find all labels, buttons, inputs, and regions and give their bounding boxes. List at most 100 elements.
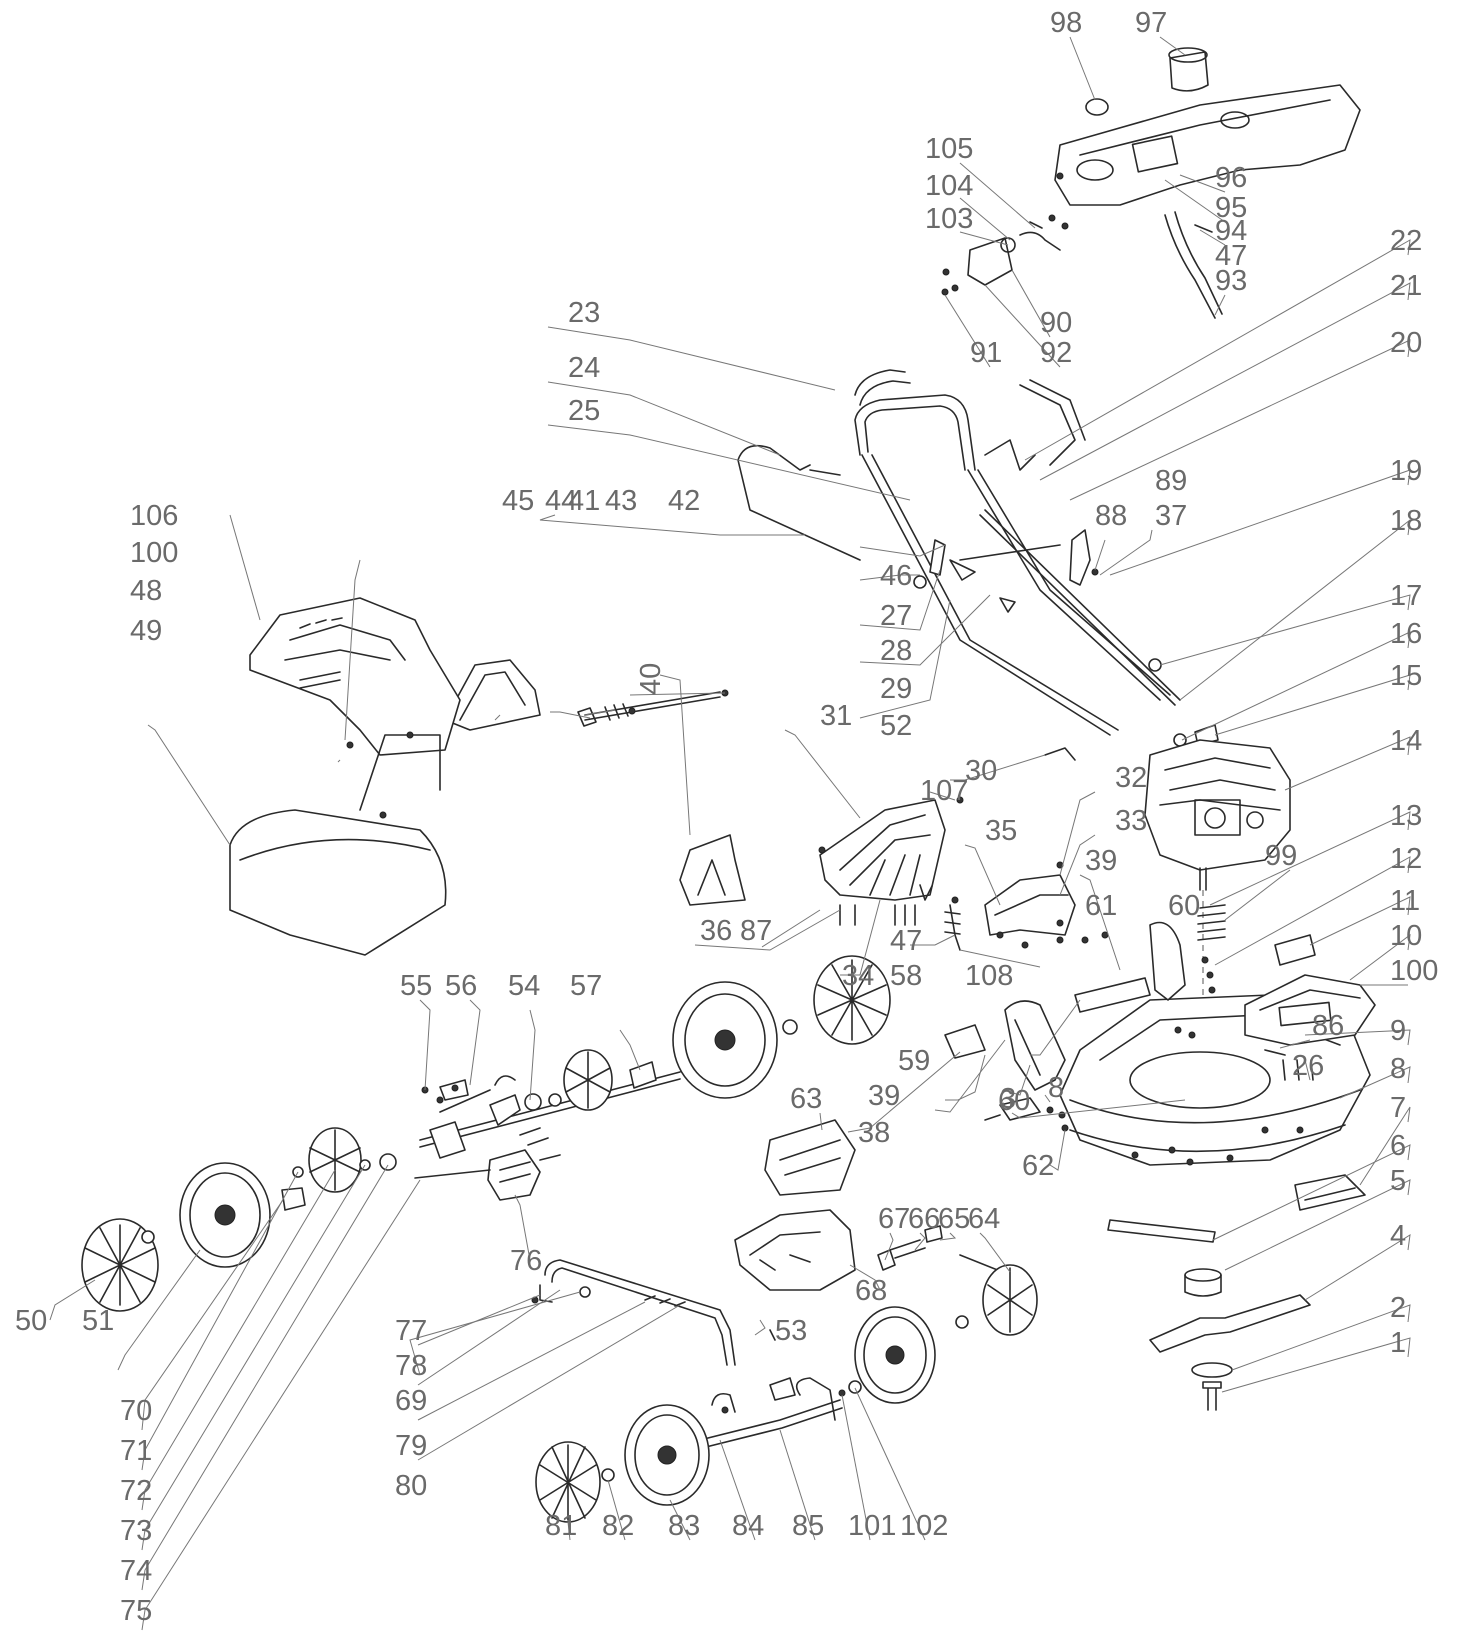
label-49: 49 bbox=[130, 615, 162, 647]
label-8a: 8 bbox=[1390, 1053, 1406, 1085]
label-30: 30 bbox=[965, 755, 997, 787]
label-3: 3 bbox=[1000, 1083, 1016, 1115]
front-left-wheels bbox=[535, 1404, 710, 1523]
label-102: 102 bbox=[900, 1510, 948, 1542]
height-lever bbox=[531, 1259, 776, 1366]
label-44: 44 bbox=[545, 485, 577, 517]
cable-93 bbox=[1164, 214, 1216, 319]
flap-45 bbox=[444, 659, 541, 731]
label-100b: 100 bbox=[130, 537, 178, 569]
label-60b: 60 bbox=[998, 1085, 1030, 1117]
label-21: 21 bbox=[1390, 270, 1422, 302]
label-96: 96 bbox=[1215, 162, 1247, 194]
part-labels: 1 2 3 4 5 6 7 8 8 9 10 11 12 13 14 15 16… bbox=[15, 7, 1438, 1627]
label-57: 57 bbox=[570, 970, 602, 1002]
label-40: 40 bbox=[635, 663, 667, 695]
label-22: 22 bbox=[1390, 225, 1422, 257]
label-46: 46 bbox=[880, 560, 912, 592]
label-56: 56 bbox=[445, 970, 477, 1002]
top-cover-assembly bbox=[1054, 47, 1361, 206]
label-72: 72 bbox=[120, 1475, 152, 1507]
label-97: 97 bbox=[1135, 7, 1167, 39]
label-39b: 39 bbox=[868, 1080, 900, 1112]
label-1: 1 bbox=[1390, 1327, 1406, 1359]
label-35: 35 bbox=[985, 815, 1017, 847]
label-105: 105 bbox=[925, 133, 973, 165]
label-42: 42 bbox=[668, 485, 700, 517]
label-108: 108 bbox=[965, 960, 1013, 992]
label-67: 67 bbox=[878, 1203, 910, 1235]
label-71: 71 bbox=[120, 1435, 152, 1467]
label-53: 53 bbox=[775, 1315, 807, 1347]
label-103: 103 bbox=[925, 203, 973, 235]
label-47-top: 47 bbox=[1215, 240, 1247, 272]
label-19: 19 bbox=[1390, 455, 1422, 487]
label-50: 50 bbox=[15, 1305, 47, 1337]
label-14: 14 bbox=[1390, 725, 1422, 757]
label-17: 17 bbox=[1390, 580, 1422, 612]
label-9: 9 bbox=[1390, 1015, 1406, 1047]
label-20: 20 bbox=[1390, 327, 1422, 359]
label-58: 58 bbox=[890, 960, 922, 992]
label-32: 32 bbox=[1115, 762, 1147, 794]
label-15: 15 bbox=[1390, 660, 1422, 692]
label-70: 70 bbox=[120, 1395, 152, 1427]
label-38: 38 bbox=[858, 1117, 890, 1149]
front-axle-parts bbox=[877, 1225, 1011, 1276]
label-34: 34 bbox=[842, 960, 874, 992]
label-89: 89 bbox=[1155, 465, 1187, 497]
label-8b: 8 bbox=[1048, 1072, 1064, 1104]
switch-assembly bbox=[941, 172, 1069, 296]
label-2: 2 bbox=[1390, 1292, 1406, 1324]
label-11: 11 bbox=[1390, 885, 1420, 917]
label-80: 80 bbox=[395, 1470, 427, 1502]
rear-left-wheels bbox=[81, 1127, 397, 1312]
leader-lines bbox=[49, 36, 1411, 1631]
grass-bag bbox=[229, 597, 461, 956]
handle-levers bbox=[913, 529, 1219, 761]
label-16: 16 bbox=[1390, 618, 1422, 650]
label-61: 61 bbox=[1085, 890, 1117, 922]
label-78: 78 bbox=[395, 1350, 427, 1382]
engine bbox=[1144, 739, 1291, 1150]
label-66: 66 bbox=[908, 1203, 940, 1235]
rear-flap-40 bbox=[679, 834, 746, 906]
label-101: 101 bbox=[848, 1510, 896, 1542]
label-95: 95 bbox=[1215, 192, 1247, 224]
label-92: 92 bbox=[1040, 337, 1072, 369]
label-83: 83 bbox=[668, 1510, 700, 1542]
label-62: 62 bbox=[1022, 1150, 1054, 1182]
label-54: 54 bbox=[508, 970, 540, 1002]
label-28: 28 bbox=[880, 635, 912, 667]
label-91: 91 bbox=[970, 337, 1002, 369]
label-24: 24 bbox=[568, 352, 600, 384]
label-82: 82 bbox=[602, 1510, 634, 1542]
label-81: 81 bbox=[545, 1510, 577, 1542]
label-52: 52 bbox=[880, 710, 912, 742]
label-55: 55 bbox=[400, 970, 432, 1002]
small-fasteners bbox=[951, 896, 1269, 1166]
label-4: 4 bbox=[1390, 1220, 1406, 1252]
label-107: 107 bbox=[920, 775, 968, 807]
label-106: 106 bbox=[130, 500, 178, 532]
label-84: 84 bbox=[732, 1510, 764, 1542]
label-39a: 39 bbox=[1085, 845, 1117, 877]
label-88: 88 bbox=[1095, 500, 1127, 532]
label-41: 41 bbox=[568, 485, 600, 517]
right-rear-wheels bbox=[672, 955, 891, 1099]
spring-99 bbox=[1197, 904, 1226, 941]
flap-63-68 bbox=[734, 1119, 856, 1291]
part-drawings bbox=[81, 47, 1376, 1523]
label-47b: 47 bbox=[890, 925, 922, 957]
label-13: 13 bbox=[1390, 800, 1422, 832]
label-64: 64 bbox=[968, 1203, 1000, 1235]
label-12: 12 bbox=[1390, 843, 1422, 875]
label-36: 36 bbox=[700, 915, 732, 947]
label-74: 74 bbox=[120, 1555, 152, 1587]
label-100a: 100 bbox=[1390, 955, 1438, 987]
front-right-wheels bbox=[854, 1264, 1038, 1404]
label-59: 59 bbox=[898, 1045, 930, 1077]
plate-6 bbox=[1107, 1219, 1216, 1243]
label-69: 69 bbox=[395, 1385, 427, 1417]
label-29: 29 bbox=[880, 673, 912, 705]
